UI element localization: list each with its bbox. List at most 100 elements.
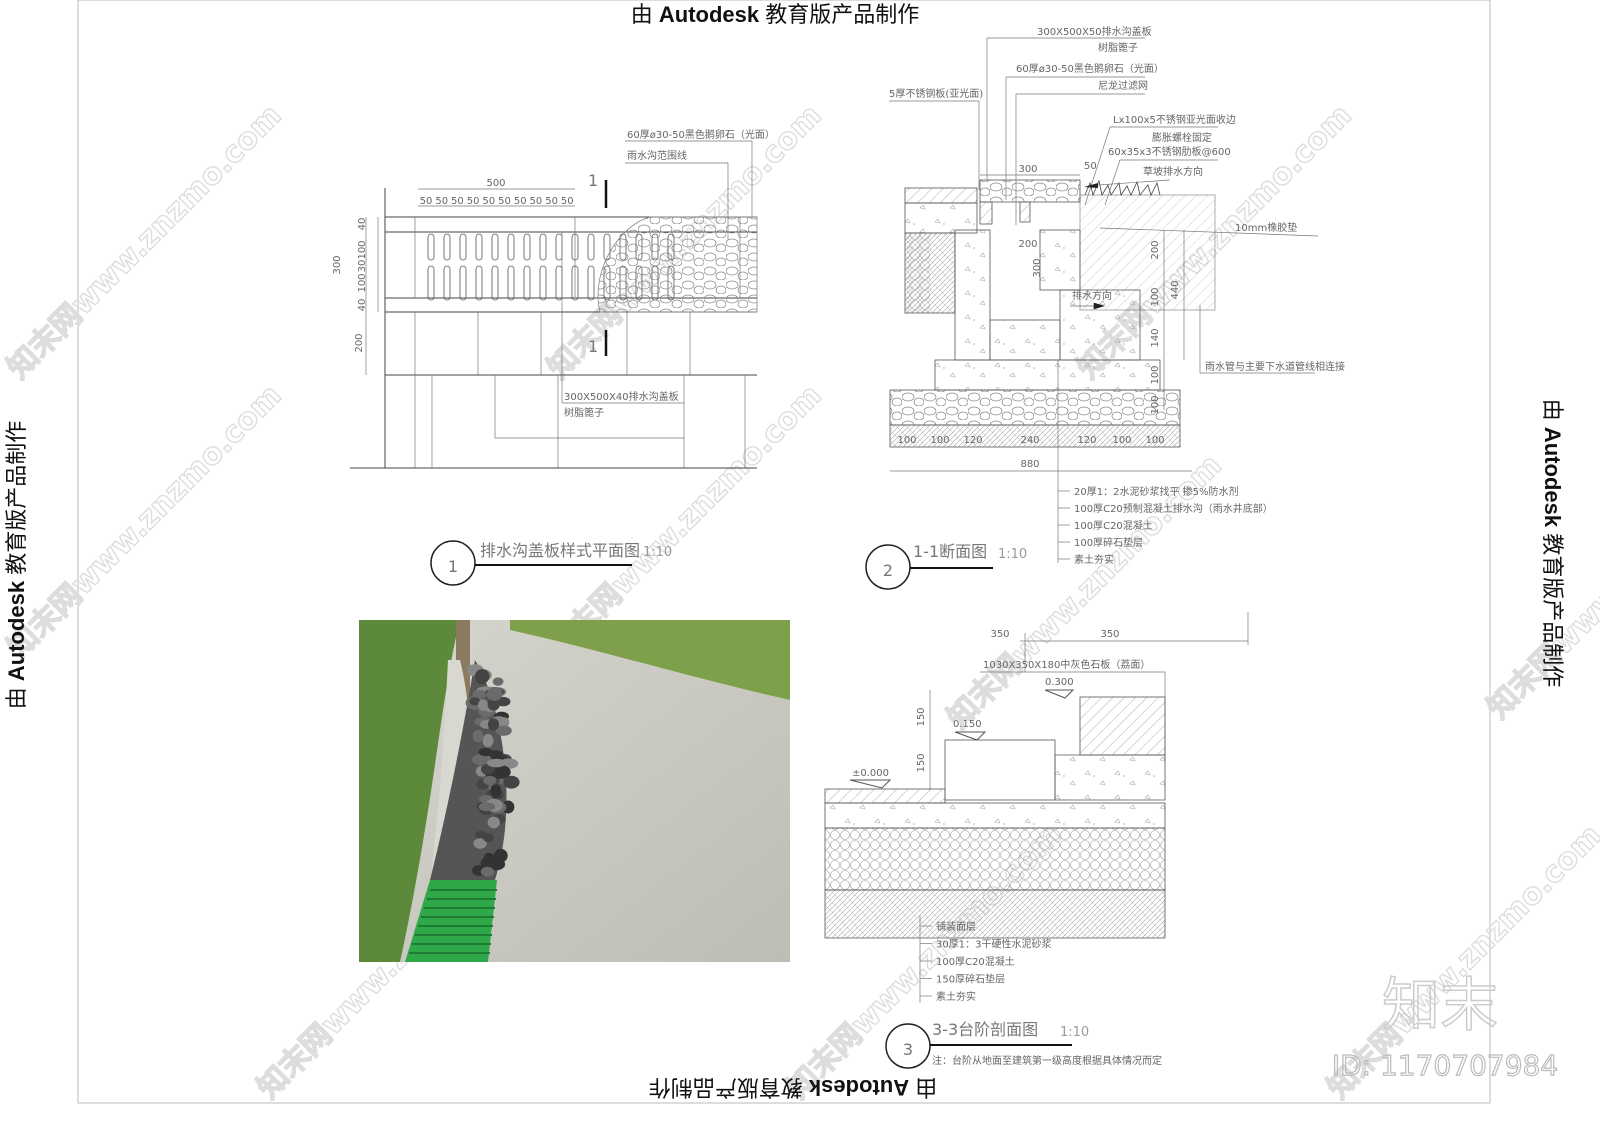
svg-text:40: 40 xyxy=(357,218,368,231)
svg-text:由 Autodesk 教育版产品制作: 由 Autodesk 教育版产品制作 xyxy=(1540,399,1565,688)
svg-text:膨胀螺栓固定: 膨胀螺栓固定 xyxy=(1152,131,1212,144)
svg-text:由 Autodesk 教育版产品制作: 由 Autodesk 教育版产品制作 xyxy=(631,2,920,27)
callout-label: 300X500X40排水沟盖板 xyxy=(564,390,679,403)
svg-text:0.150: 0.150 xyxy=(953,719,982,730)
svg-text:120: 120 xyxy=(963,435,982,446)
dim-text: 50 xyxy=(451,196,464,207)
slot xyxy=(427,233,435,261)
dim-text: 50 xyxy=(482,196,495,207)
drawing-number-circle xyxy=(430,540,476,586)
slot xyxy=(459,265,467,301)
dim-text: 50 xyxy=(467,196,480,207)
svg-text:200: 200 xyxy=(1018,239,1037,250)
svg-text:30: 30 xyxy=(357,260,368,273)
svg-text:60厚ø30-50黑色鹅卵石（光面）: 60厚ø30-50黑色鹅卵石（光面） xyxy=(1016,62,1164,75)
rock xyxy=(472,689,487,699)
svg-text:300: 300 xyxy=(1018,164,1037,175)
dim-text: 50 xyxy=(435,196,448,207)
drawing-scale: 1:10 xyxy=(998,547,1027,562)
sheet-border xyxy=(77,0,1491,1104)
layer-label: 素土夯实 xyxy=(936,990,976,1003)
drawing-title: 3-3台阶剖面图 xyxy=(932,1020,1038,1039)
svg-text:Lx100x5不锈钢亚光面收边: Lx100x5不锈钢亚光面收边 xyxy=(1113,113,1236,126)
svg-text:300: 300 xyxy=(1032,258,1043,277)
svg-text:100: 100 xyxy=(1150,395,1161,414)
rock xyxy=(471,753,492,766)
layer-label: 铺装面层 xyxy=(936,920,976,933)
watermark-group: 知末网www.znzmo.com 知末网www.znzmo.com 知末网www… xyxy=(0,97,1600,1106)
slot xyxy=(475,265,483,301)
drawing-title: 1-1断面图 xyxy=(913,542,987,561)
drawing-3-step-section: 350 350 1030X350X180中灰色石板（荔面） 0.300 0.15… xyxy=(824,612,1249,1069)
rock xyxy=(478,747,493,757)
callout-label: 雨水沟范围线 xyxy=(627,149,687,162)
svg-text:树脂篦子: 树脂篦子 xyxy=(1098,41,1138,54)
rock xyxy=(482,733,494,748)
rock xyxy=(495,725,512,736)
dim-text: 50 xyxy=(420,196,433,207)
autodesk-banner-top: 由 Autodesk 教育版产品制作 xyxy=(631,2,920,27)
slot xyxy=(443,233,451,261)
svg-text:1: 1 xyxy=(448,557,458,576)
svg-text:0.300: 0.300 xyxy=(1045,677,1074,688)
slot xyxy=(587,265,595,301)
callout-label: 60厚ø30-50黑色鹅卵石（光面） xyxy=(627,128,775,141)
drawing-scale: 1:10 xyxy=(1060,1025,1089,1040)
slot xyxy=(491,233,499,261)
slot xyxy=(571,233,579,261)
rock xyxy=(492,677,504,686)
drawing-scale: 1:10 xyxy=(643,545,672,560)
rock xyxy=(469,697,481,706)
slot xyxy=(459,233,467,261)
svg-text:2: 2 xyxy=(883,561,893,580)
svg-text:120: 120 xyxy=(1077,435,1096,446)
slot xyxy=(587,233,595,261)
drawing-title: 排水沟盖板样式平面图 xyxy=(480,541,640,560)
svg-text:5厚不锈钢板(亚光面): 5厚不锈钢板(亚光面) xyxy=(889,87,983,100)
layer-label: 100厚C20混凝土 xyxy=(936,955,1015,968)
watermark-text: 知末网www.znzmo.com xyxy=(1,98,289,386)
svg-text:880: 880 xyxy=(1020,459,1039,470)
svg-text:±0.000: ±0.000 xyxy=(852,768,889,779)
svg-text:尼龙过滤网: 尼龙过滤网 xyxy=(1098,79,1148,92)
svg-text:100: 100 xyxy=(1145,435,1164,446)
rock xyxy=(480,866,495,877)
rock xyxy=(482,832,494,843)
slot xyxy=(427,265,435,301)
slot xyxy=(555,265,563,301)
dim-text: 50 xyxy=(530,196,543,207)
rock xyxy=(473,838,487,849)
dim-text: 50 xyxy=(561,196,574,207)
svg-text:60x35x3不锈钢肋板@600: 60x35x3不锈钢肋板@600 xyxy=(1108,145,1231,158)
rock xyxy=(486,758,506,768)
znzmo-logo: 知末 xyxy=(1382,971,1498,1039)
layer-label: 100厚碎石垫层 xyxy=(1074,536,1143,549)
dim-text: 50 xyxy=(514,196,527,207)
svg-text:100: 100 xyxy=(1150,287,1161,306)
slot xyxy=(571,265,579,301)
autodesk-banner-right: 由 Autodesk 教育版产品制作 xyxy=(1540,399,1565,688)
rock xyxy=(503,775,520,789)
svg-text:3: 3 xyxy=(903,1040,913,1059)
autodesk-banner-bottom: 由 Autodesk 教育版产品制作 xyxy=(649,1075,938,1100)
svg-text:草坡排水方向: 草坡排水方向 xyxy=(1143,165,1203,178)
svg-text:100: 100 xyxy=(1112,435,1131,446)
slot xyxy=(491,265,499,301)
layer-label: 100厚C20预制混凝土排水沟（雨水井底部） xyxy=(1074,502,1273,515)
rock xyxy=(487,816,500,829)
slot xyxy=(507,265,515,301)
svg-text:140: 140 xyxy=(1150,328,1161,347)
svg-text:150: 150 xyxy=(916,753,927,772)
dim-text: 500 xyxy=(486,178,505,189)
section-mark: 1 xyxy=(588,337,598,356)
slot xyxy=(523,233,531,261)
svg-text:100: 100 xyxy=(897,435,916,446)
section-mark: 1 xyxy=(588,171,598,190)
watermark-text: 知末网www.znzmo.com xyxy=(1,378,289,666)
dim-text: 50 xyxy=(545,196,558,207)
drawing-note: 注：台阶从地面至建筑第一级高度根据具体情况而定 xyxy=(932,1054,1162,1067)
svg-text:雨水管与主要下水道管线相连接: 雨水管与主要下水道管线相连接 xyxy=(1205,360,1345,373)
svg-text:排水方向: 排水方向 xyxy=(1072,289,1112,302)
slot xyxy=(539,233,547,261)
